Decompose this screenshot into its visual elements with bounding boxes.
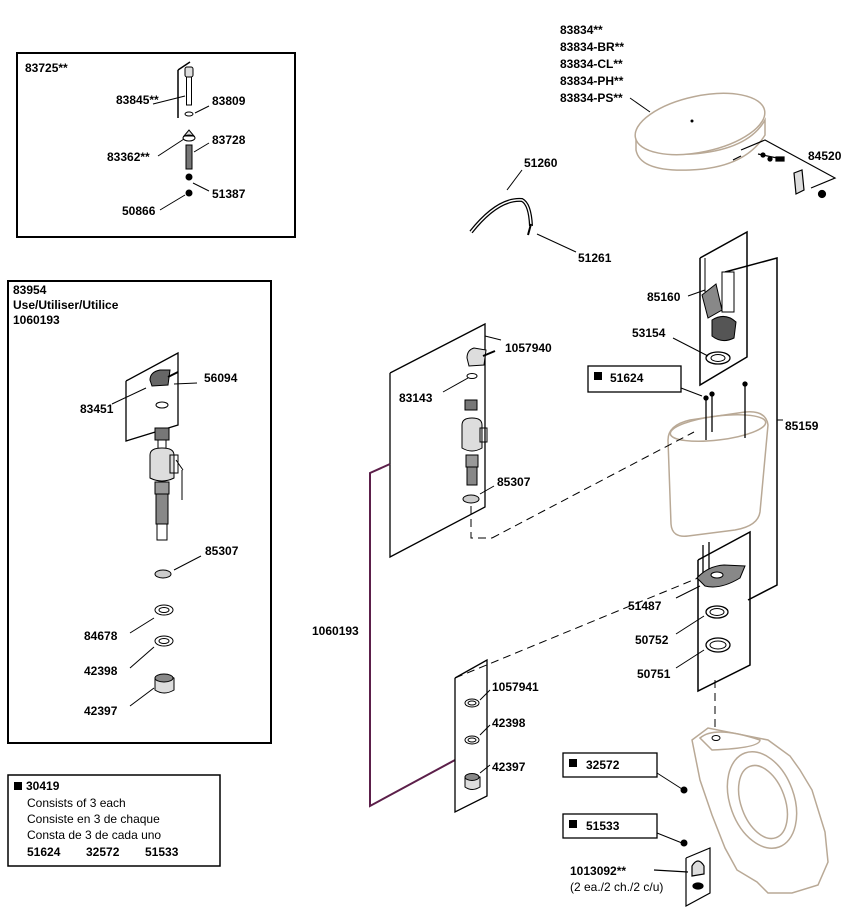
hinge-84520: [732, 139, 837, 199]
kit-30419-part-3: 51533: [145, 845, 179, 859]
label-50751: 50751: [637, 667, 671, 681]
label-42398-a: 42398: [84, 664, 118, 678]
tank-body: [667, 411, 769, 537]
label-85307-b: 85307: [497, 475, 531, 489]
square-bullet-icon: [569, 759, 577, 767]
label-30419: 30419: [26, 779, 60, 793]
label-85159: 85159: [785, 419, 819, 433]
tank-to-bowl-parts: [454, 530, 751, 730]
kit-30419-title: 30419: [14, 778, 59, 794]
square-bullet-icon: [594, 372, 602, 380]
label-51624: 51624: [610, 371, 644, 385]
kit-1060193-bracket: [369, 463, 456, 808]
label-83143: 83143: [399, 391, 433, 405]
label-85307-a: 85307: [205, 544, 239, 558]
label-83834: 83834**: [560, 23, 603, 37]
label-1057940: 1057940: [505, 341, 552, 355]
toilet-bowl: [691, 727, 829, 894]
label-56094: 56094: [204, 371, 238, 385]
label-83845: 83845**: [116, 93, 159, 107]
label-83728: 83728: [212, 133, 246, 147]
use-note: Use/Utiliser/Utilice: [13, 298, 119, 312]
kit-item-32572: 32572: [562, 752, 688, 794]
label-83834-br: 83834-BR**: [560, 40, 624, 54]
label-42397-b: 42397: [492, 760, 526, 774]
kit-83725-box: 83725** 83845** 83809 83362** 83728 5138…: [16, 52, 296, 238]
kit-83954-box: 83954 Use/Utiliser/Utilice 1060193: [7, 280, 272, 744]
kit-30419-box: [7, 774, 221, 867]
label-83451: 83451: [80, 402, 114, 416]
refill-tube-51260: [469, 169, 577, 253]
label-83954: 83954: [13, 283, 47, 297]
label-50866: 50866: [122, 204, 156, 218]
bolt-caps-1013092: [653, 847, 711, 908]
label-84678: 84678: [84, 629, 118, 643]
bowl-inlet: [711, 735, 721, 741]
flush-valve-85159: [672, 230, 783, 601]
tank-bolts: [703, 381, 748, 440]
kit-30419-part-1: 51624: [27, 845, 61, 859]
label-42398-b: 42398: [492, 716, 526, 730]
fill-valve-1057940: [389, 322, 695, 559]
label-51261: 51261: [578, 251, 612, 265]
label-84520: 84520: [808, 149, 842, 163]
kit-item-51624: 51624: [587, 365, 703, 397]
label-83362: 83362**: [107, 150, 150, 164]
kit-30419-line-2: Consiste en 3 de chaque: [27, 812, 160, 826]
label-42397-a: 42397: [84, 704, 118, 718]
tank-lid-83834: 83834** 83834-BR** 83834-CL** 83834-PH**…: [560, 23, 766, 171]
square-bullet-icon: [569, 820, 577, 828]
label-51260: 51260: [524, 156, 558, 170]
kit-30419-line-1: Consists of 3 each: [27, 796, 126, 810]
label-1057941: 1057941: [492, 680, 539, 694]
kit-30419-line-3: Consta de 3 de cada uno: [27, 828, 162, 842]
label-1013092-note: (2 ea./2 ch./2 c/u): [570, 880, 663, 894]
label-50752: 50752: [635, 633, 669, 647]
parts-83725-diagram: [152, 61, 210, 211]
label-1060193-a: 1060193: [13, 313, 60, 327]
label-51533: 51533: [586, 819, 620, 833]
label-85160: 85160: [647, 290, 681, 304]
label-83834-cl: 83834-CL**: [560, 57, 623, 71]
supply-parts-1057941: [454, 658, 491, 814]
square-bullet-icon: [14, 782, 22, 790]
kit-item-51533: 51533: [562, 813, 688, 847]
label-83725: 83725**: [25, 61, 68, 75]
label-51487: 51487: [628, 599, 662, 613]
label-32572: 32572: [586, 758, 620, 772]
label-83809: 83809: [212, 94, 246, 108]
label-51387: 51387: [212, 187, 246, 201]
label-83834-ps: 83834-PS**: [560, 91, 623, 105]
label-83834-ph: 83834-PH**: [560, 74, 624, 88]
label-53154: 53154: [632, 326, 666, 340]
label-1060193-b: 1060193: [312, 624, 359, 638]
label-1013092: 1013092**: [570, 864, 626, 878]
kit-30419-part-2: 32572: [86, 845, 120, 859]
fill-valve-83954-diagram: [111, 351, 202, 707]
